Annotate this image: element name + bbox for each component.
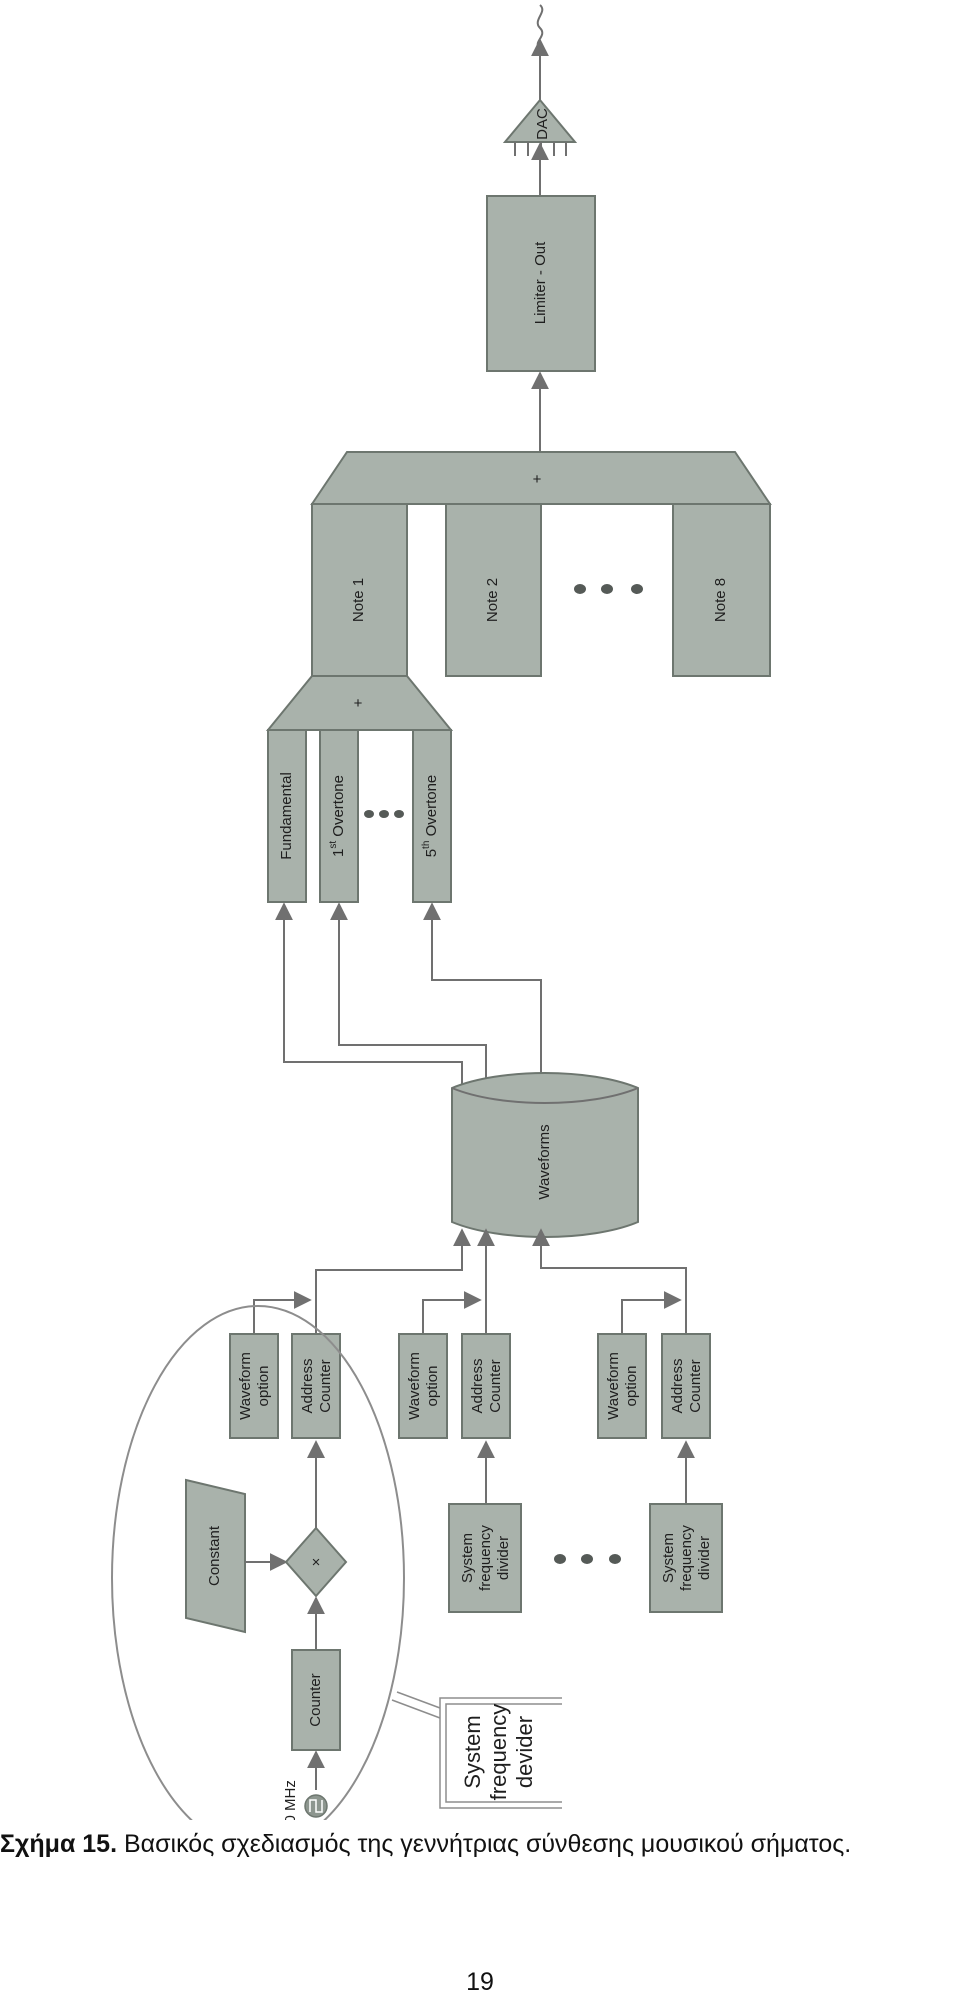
counter-block: Counter <box>291 1649 341 1751</box>
figure-caption-text: Βασικός σχεδιασμός της γεννήτριας σύνθεσ… <box>117 1830 852 1858</box>
page-number: 19 <box>466 1968 494 1996</box>
notes-sum-symbol: + <box>533 471 542 488</box>
system-frequency-divider-block-8: Systemfrequencydivider <box>649 1503 723 1613</box>
note-2-label: Note 2 <box>484 578 501 622</box>
fundamental-label: Fundamental <box>278 772 295 860</box>
fundamental-block: Fundamental <box>267 729 307 903</box>
harmonics-sum-symbol: + <box>354 695 363 712</box>
limiter-label: Limiter - Out <box>532 241 549 324</box>
harmonics-summing-bus: + <box>265 675 454 731</box>
note-8-label: Note 8 <box>712 578 729 622</box>
constant-label: Constant <box>206 1525 223 1586</box>
note-ellipsis <box>574 584 643 594</box>
waveform-option-label-8: Waveformoption <box>605 1352 640 1420</box>
overtone-1-label: 1st Overtone <box>328 775 347 857</box>
dac-block: DAC <box>502 98 578 156</box>
constant-block: Constant <box>185 1478 246 1634</box>
limiter-out-block: Limiter - Out <box>486 195 596 372</box>
callout-pointer <box>391 1691 441 1719</box>
waveform-option-block-1: Waveformoption <box>229 1333 279 1439</box>
multiply-symbol: × <box>312 1554 321 1571</box>
waveform-option-block-2: Waveformoption <box>398 1333 448 1439</box>
address-counter-block-1: AddressCounter <box>291 1333 341 1439</box>
waveform-option-label-2: Waveformoption <box>406 1352 441 1420</box>
notes-summing-bus: + <box>310 451 772 505</box>
note-1-label: Note 1 <box>350 578 367 622</box>
note-8-block: Note 8 <box>672 503 771 677</box>
channel-ellipsis <box>554 1554 621 1564</box>
block-diagram: DAC Limiter - Out + Note 1 Note 2 Note 8… <box>111 4 772 1820</box>
overtone-1-block: 1st Overtone <box>319 729 359 903</box>
waveforms-to-harmonics-wires <box>275 902 542 1088</box>
note-2-block: Note 2 <box>445 503 542 677</box>
figure-number: Σχήμα 15. <box>0 1830 118 1858</box>
waveform-option-block-8: Waveformoption <box>597 1333 647 1439</box>
magnifier-ellipse <box>111 1305 405 1820</box>
note-1-block: Note 1 <box>311 503 408 677</box>
channel-8-wires <box>532 1228 695 1504</box>
counter-label: Counter <box>307 1673 324 1726</box>
address-counter-label-2: AddressCounter <box>469 1358 504 1413</box>
system-frequency-divider-block-2: Systemfrequencydivider <box>448 1503 522 1613</box>
overtone-5-label: 5th Overtone <box>421 775 440 858</box>
address-counter-label-1: AddressCounter <box>299 1358 334 1413</box>
waveform-option-label-1: Waveformoption <box>237 1352 272 1420</box>
waveforms-memory-block: Waveforms <box>451 1072 639 1238</box>
figure-caption: Σχήμα 15. Βασικός σχεδιασμός της γεννήτρ… <box>0 1830 960 1859</box>
address-counter-label-8: AddressCounter <box>669 1358 704 1413</box>
channel-2-wires <box>422 1228 495 1504</box>
overtone-ellipsis <box>364 810 404 818</box>
clock-frequency-label: 50 MHz <box>282 1780 299 1820</box>
callout-label: Systemfrequencydevider <box>460 1704 537 1801</box>
clock-source-icon <box>304 1794 328 1818</box>
multiply-block: × <box>284 1526 348 1598</box>
dac-label: DAC <box>534 108 551 140</box>
system-frequency-divider-label-2: Systemfrequencydivider <box>459 1525 512 1591</box>
system-frequency-divider-callout: Systemfrequencydevider <box>439 1697 562 1809</box>
address-counter-block-2: AddressCounter <box>461 1333 511 1439</box>
overtone-5-block: 5th Overtone <box>412 729 452 903</box>
address-counter-block-8: AddressCounter <box>661 1333 711 1439</box>
system-frequency-divider-label-8: Systemfrequencydivider <box>660 1525 713 1591</box>
waveforms-label: Waveforms <box>536 1124 553 1199</box>
